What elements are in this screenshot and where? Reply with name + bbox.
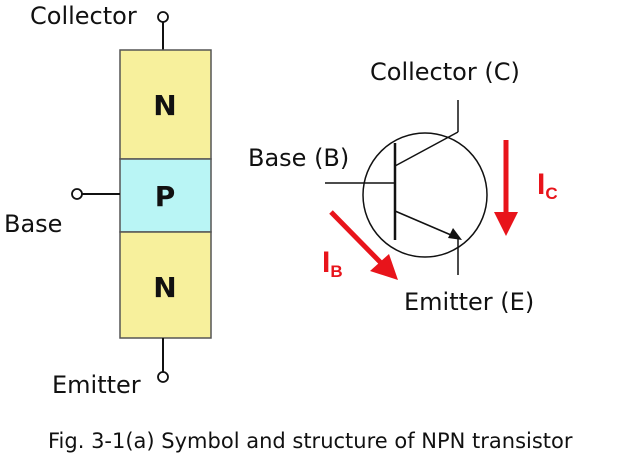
ic-subscript: C bbox=[545, 184, 558, 203]
ic-arrow-head-icon bbox=[494, 212, 518, 236]
symbol-emitter-line bbox=[394, 210, 459, 239]
symbol-collector-label: Collector (C) bbox=[370, 58, 520, 86]
emitter-terminal bbox=[157, 371, 169, 383]
structure-emitter-label: Emitter bbox=[52, 371, 141, 399]
symbol-emitter-label: Emitter (E) bbox=[404, 288, 535, 316]
emitter-arrow-icon bbox=[448, 228, 462, 240]
n-layer-top bbox=[119, 49, 212, 160]
structure-collector-label: Collector bbox=[30, 2, 137, 30]
ib-arrow-head-icon bbox=[370, 254, 398, 280]
collector-terminal bbox=[157, 11, 169, 23]
figure-caption: Fig. 3-1(a) Symbol and structure of NPN … bbox=[48, 429, 573, 453]
p-layer-label: P bbox=[155, 180, 176, 213]
ib-subscript: B bbox=[330, 262, 343, 281]
npn-symbol bbox=[325, 100, 518, 280]
ib-current-label: IB bbox=[322, 246, 343, 281]
ic-current-label: IC bbox=[537, 168, 558, 203]
n-layer-bottom-label: N bbox=[153, 271, 176, 304]
symbol-base-label: Base (B) bbox=[248, 144, 350, 172]
ic-main: I bbox=[537, 168, 546, 201]
symbol-envelope bbox=[362, 132, 488, 258]
ib-arrow-shaft bbox=[329, 210, 388, 270]
structure-base-label: Base bbox=[4, 210, 63, 238]
n-layer-bottom bbox=[119, 231, 212, 339]
npn-structure: N P N bbox=[71, 11, 212, 383]
n-layer-top-label: N bbox=[153, 89, 176, 122]
base-terminal bbox=[71, 188, 83, 200]
symbol-collector-line bbox=[394, 131, 459, 167]
ib-main: I bbox=[322, 246, 331, 279]
